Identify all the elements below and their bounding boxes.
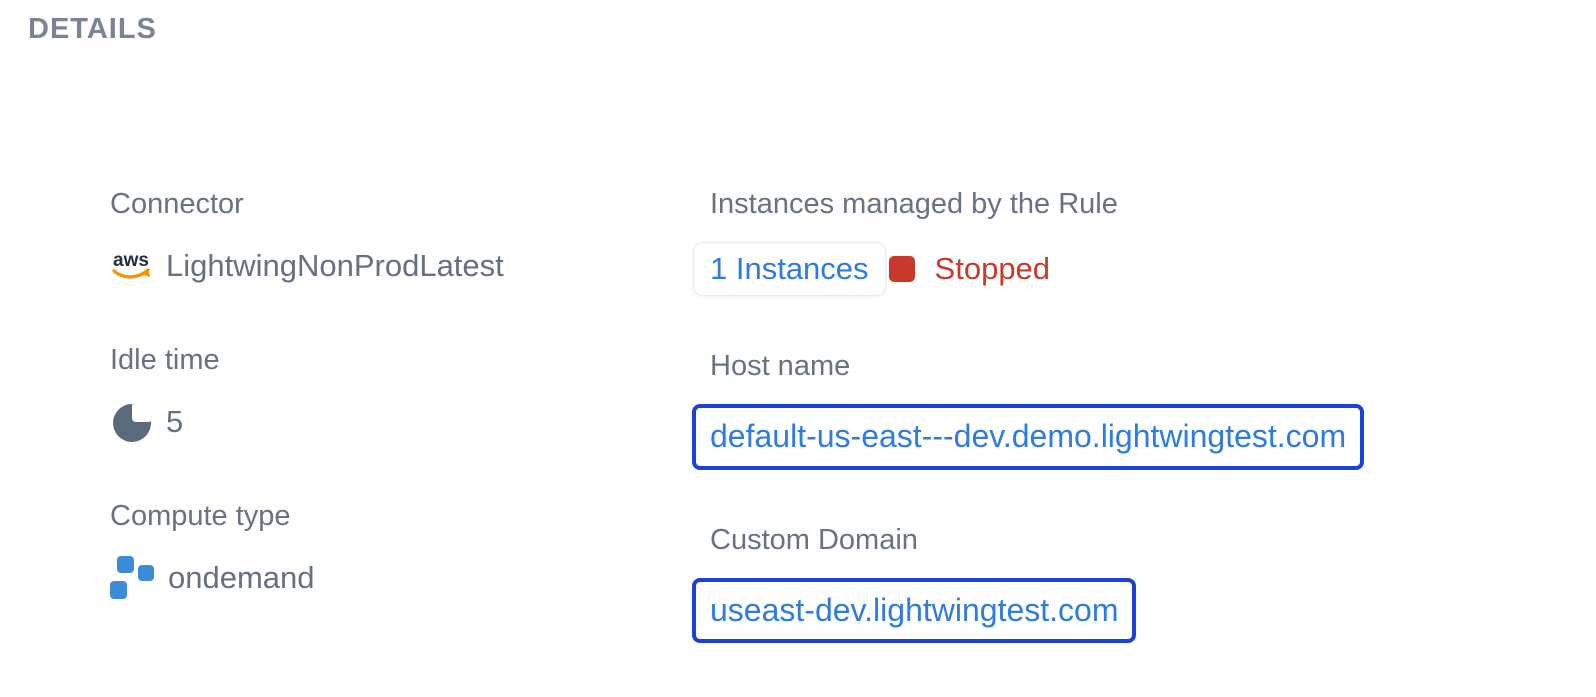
custom-domain-link[interactable]: useast-dev.lightwingtest.com — [692, 577, 1137, 644]
custom-domain-label: Custom Domain — [710, 523, 918, 556]
compute-type-label: Compute type — [110, 499, 291, 532]
stopped-status-label: Stopped — [934, 251, 1051, 287]
details-right-column: Instances managed by the Rule 1 Instance… — [692, 187, 1576, 697]
idle-time-value: 5 — [166, 404, 184, 440]
host-name-field: Host name default-us-east---dev.demo.lig… — [692, 349, 1576, 470]
instances-field: Instances managed by the Rule 1 Instance… — [693, 187, 1576, 296]
connector-label: Connector — [110, 187, 244, 220]
pie-chart-icon — [110, 400, 154, 444]
compute-type-value: ondemand — [168, 560, 315, 596]
connector-field: Connector aws LightwingNonProdLatest — [110, 188, 710, 290]
svg-text:aws: aws — [113, 250, 149, 271]
details-heading: DETAILS — [28, 13, 157, 45]
idle-time-label: Idle time — [110, 343, 220, 376]
instances-count-link[interactable]: 1 Instances — [693, 241, 886, 296]
compute-type-field: Compute type ondemand — [110, 500, 710, 602]
host-name-link[interactable]: default-us-east---dev.demo.lightwingtest… — [692, 403, 1365, 470]
details-left-column: Connector aws LightwingNonProdLatest Idl… — [110, 188, 710, 656]
details-grid: Connector aws LightwingNonProdLatest Idl… — [110, 188, 1576, 697]
instances-label: Instances managed by the Rule — [710, 187, 1118, 220]
compute-squares-icon — [110, 555, 156, 600]
idle-time-field: Idle time 5 — [110, 344, 710, 446]
connector-value: LightwingNonProdLatest — [166, 248, 504, 284]
aws-icon: aws — [110, 248, 154, 284]
custom-domain-field: Custom Domain useast-dev.lightwingtest.c… — [692, 523, 1576, 644]
stopped-square-icon — [888, 255, 915, 282]
host-name-label: Host name — [710, 349, 851, 382]
